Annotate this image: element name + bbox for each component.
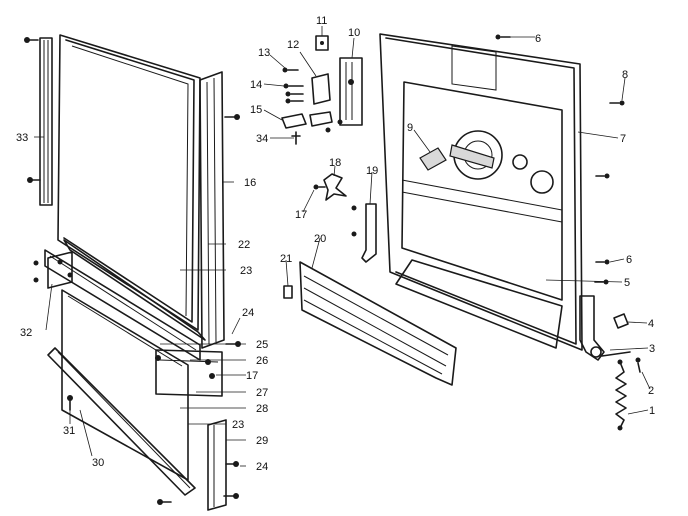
callout-4: 4 [648,318,654,330]
screw-top-left [24,37,39,43]
callout-34: 34 [256,133,268,145]
callout-15: 15 [250,104,262,116]
clip-18 [323,173,347,201]
callout-21: 21 [280,253,292,265]
callout-16: 16 [244,177,256,189]
lower-trim-30 [47,347,196,496]
callout-1: 1 [649,405,655,417]
outer-door-panel [57,34,201,331]
callout-7: 7 [620,133,626,145]
callout-10: 10 [348,27,360,39]
latch-bracket-11 [315,35,329,51]
inner-door-panel [379,33,583,351]
callout-labels: 1 2 3 4 5 6 6 7 8 9 10 11 12 13 14 15 16… [16,15,655,473]
callout-30: 30 [92,457,104,469]
clip-4 [613,313,629,329]
callout-26: 26 [256,355,268,367]
latch-12 [311,73,331,105]
hinge-bracket-32 [33,251,73,289]
screw-17-upper [313,184,326,190]
callout-17-upper: 17 [295,209,307,221]
screws-13-14 [282,67,304,104]
screw-34 [291,131,301,145]
gasket-strip-33 [39,37,53,206]
callout-19: 19 [366,165,378,177]
callout-20: 20 [314,233,326,245]
bottom-trim-upper [44,239,206,361]
bracket-25-28 [155,349,223,397]
spring-1 [615,359,627,431]
dispenser-9 [419,144,495,171]
callout-23-upper: 23 [240,265,252,277]
callout-3: 3 [649,343,655,355]
callout-6-upper: 6 [535,33,541,45]
callout-9: 9 [407,122,413,134]
latch-parts-15 [281,111,343,133]
callout-31: 31 [63,425,75,437]
callout-17-lower: 17 [246,370,258,382]
callout-14: 14 [250,79,262,91]
toe-panel-20 [299,261,457,386]
hinge-arm-3 [579,295,631,361]
callout-24-upper: 24 [242,307,254,319]
callout-11: 11 [316,15,327,27]
callout-6-lower: 6 [626,254,632,266]
kick-panel-23 [61,289,189,481]
callout-23-lower: 23 [232,419,244,431]
callout-5: 5 [624,277,630,289]
callout-12: 12 [287,39,299,51]
leader-lines [34,26,651,467]
callout-18: 18 [329,157,341,169]
callout-28: 28 [256,403,268,415]
hinge-19 [351,203,377,263]
callout-2: 2 [648,385,654,397]
screw-channel [224,114,240,120]
screw-2 [635,357,641,373]
screw-mid-left [27,177,41,183]
callout-24-lower: 24 [256,461,268,473]
callout-13: 13 [258,47,270,59]
clip-21 [283,285,293,299]
callout-22: 22 [238,239,250,251]
callout-27: 27 [256,387,268,399]
callout-32: 32 [20,327,32,339]
callout-33: 33 [16,132,28,144]
side-trim-29 [207,419,227,511]
latch-assembly-10 [339,57,363,126]
screws-right [495,34,625,285]
side-channel-16-22 [199,71,225,349]
callout-29: 29 [256,435,268,447]
callout-8: 8 [622,69,628,81]
callout-25: 25 [256,339,268,351]
